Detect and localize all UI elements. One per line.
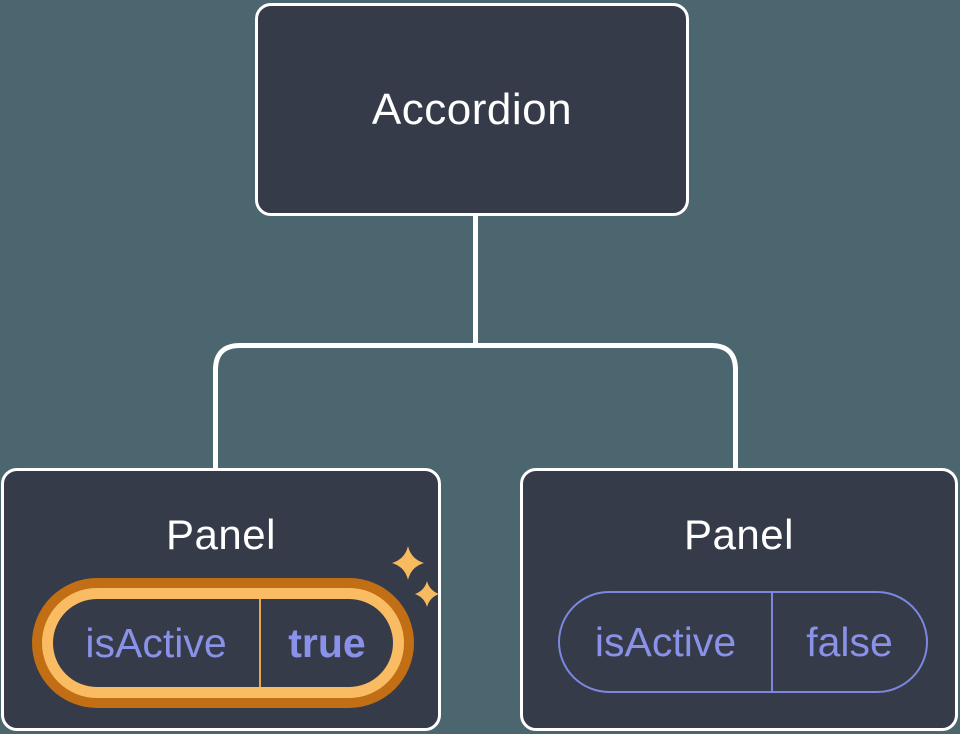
accordion-node: Accordion	[255, 3, 689, 216]
state-key-label: isActive	[85, 619, 227, 666]
state-pill-divider	[771, 593, 773, 691]
state-pill-divider	[259, 599, 261, 687]
state-pill-active: isActive true	[53, 599, 393, 687]
panel-node-active: Panel isActive true	[1, 468, 441, 731]
state-pill-inactive: isActive false	[558, 591, 928, 693]
state-pill-highlight-ring-gold: isActive true	[42, 588, 404, 698]
state-key-label: isActive	[594, 618, 737, 665]
panel-node-label: Panel	[684, 511, 794, 558]
state-pill-highlight-ring-outer: isActive true	[32, 578, 414, 708]
panel-node-label: Panel	[166, 511, 276, 558]
panel-node-inactive: Panel isActive false	[520, 468, 958, 731]
accordion-node-label: Accordion	[371, 84, 573, 134]
state-value-label: false	[806, 618, 893, 665]
state-value-label: true	[288, 619, 366, 666]
